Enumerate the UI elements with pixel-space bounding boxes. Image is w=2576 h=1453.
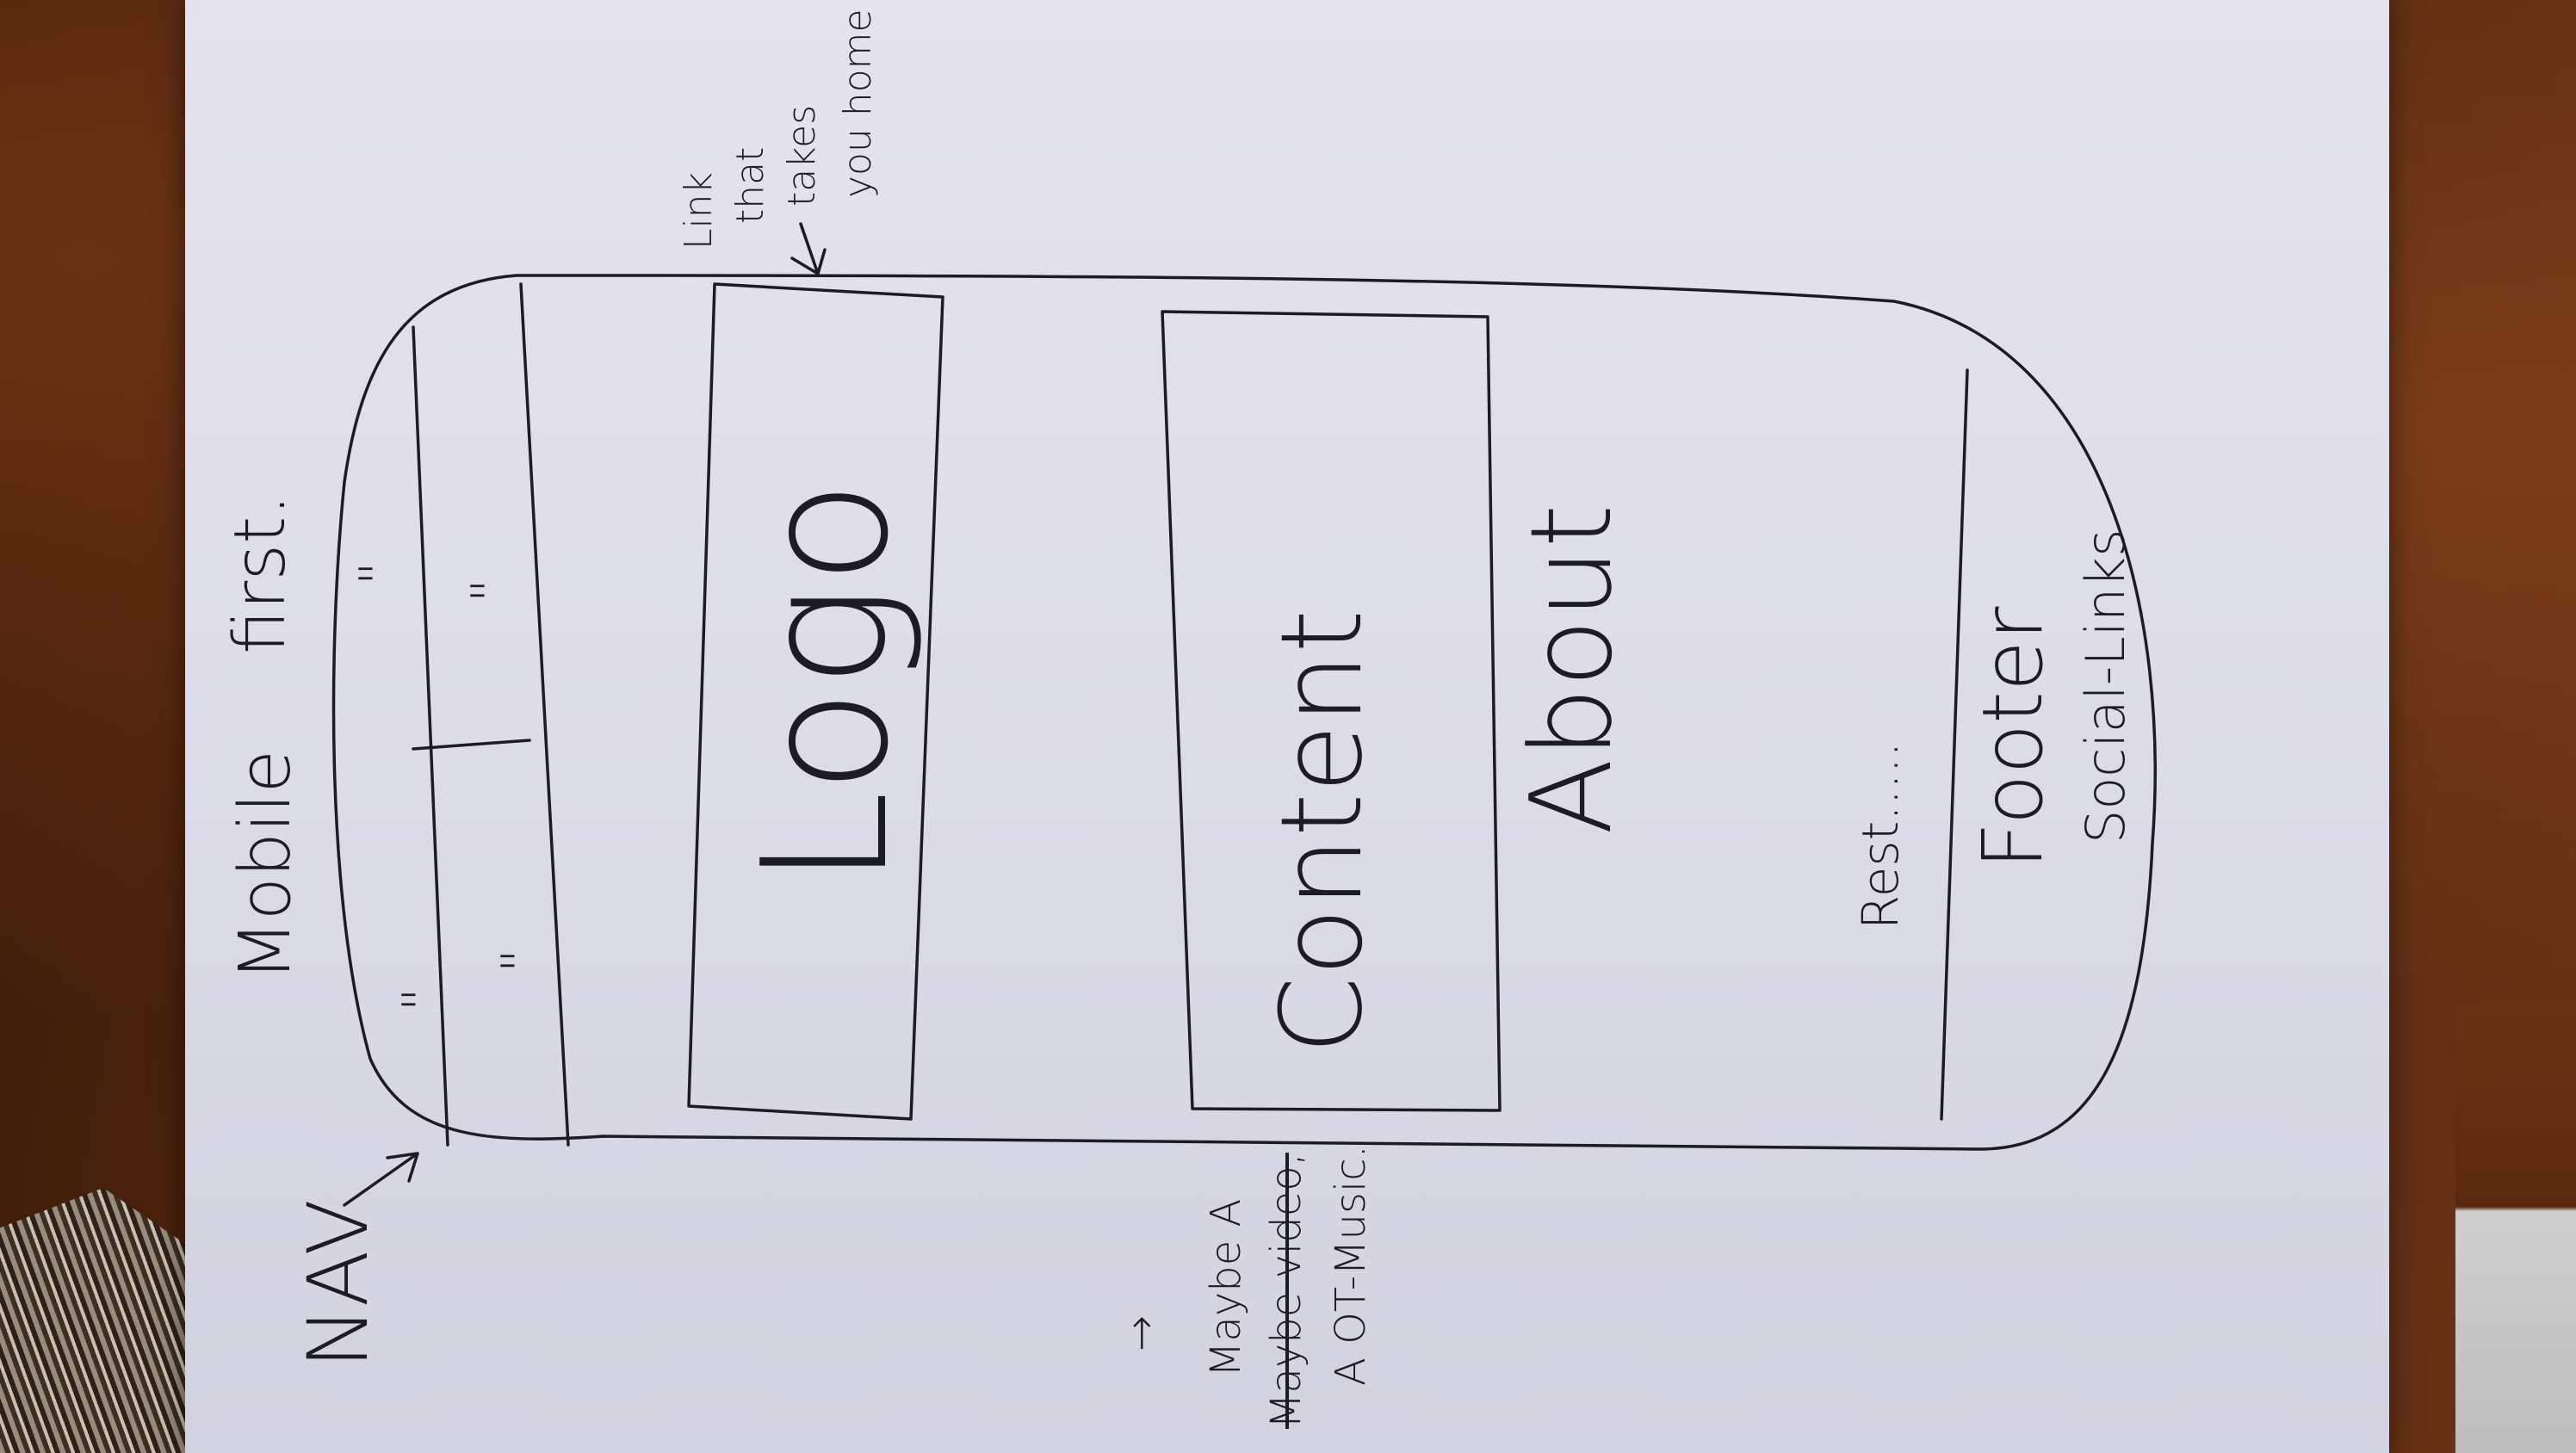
- footer-subtitle: Social-Links: [2074, 529, 2137, 844]
- heading-mobile: Mobile: [225, 750, 307, 981]
- nav-cell-mark-4: ": [491, 949, 551, 973]
- logo-label: Logo: [726, 479, 926, 887]
- heading-first: first.: [220, 493, 301, 654]
- footer-divider: [1940, 368, 1969, 1121]
- logo-note-arrow: [790, 222, 827, 275]
- logo-note-line-3: takes: [780, 104, 824, 207]
- logo-box: [687, 282, 944, 1121]
- content-box: [1161, 310, 1502, 1112]
- content-note-line-2: Maybe video,: [1262, 1153, 1310, 1429]
- logo-note-line-4: you home: [836, 9, 880, 198]
- paper-sheet: [185, 0, 2389, 1453]
- nav-cell-mark-3: ": [461, 578, 521, 603]
- about-label: About: [1506, 504, 1637, 835]
- rest-label: Rest.....: [1851, 741, 1910, 930]
- logo-note-line-2: that: [728, 146, 772, 224]
- content-note-line-1: Maybe A: [1202, 1198, 1250, 1377]
- nav-label: NAV: [290, 1198, 387, 1369]
- footer-title: Footer: [1965, 606, 2061, 869]
- logo-note-line-1: Link: [677, 171, 721, 250]
- nav-bar-outline: [412, 282, 570, 1147]
- table-corner: [2455, 1005, 2576, 1453]
- content-note-line-3: A OT-Music.: [1327, 1145, 1375, 1386]
- nav-cell-mark-2: ": [392, 987, 452, 1011]
- content-note-arrow: →: [1116, 1315, 1166, 1351]
- phone-outline: [331, 274, 2157, 1151]
- nav-arrow: [343, 1152, 419, 1207]
- nav-cell-mark-1: ": [349, 561, 409, 585]
- content-label: Content: [1256, 609, 1387, 1054]
